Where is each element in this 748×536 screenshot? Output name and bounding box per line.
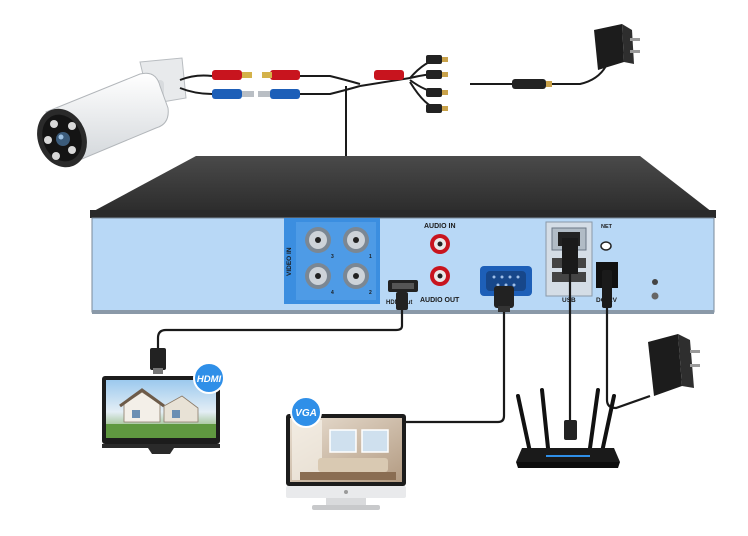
ethernet-plug	[562, 238, 578, 274]
bnc-number: 1	[369, 254, 372, 260]
output-cables	[156, 274, 651, 424]
vga-monitor	[286, 414, 406, 510]
power-splitter-plugs	[426, 55, 552, 113]
hdmi-monitor	[102, 376, 220, 454]
hdmi-plug	[396, 292, 408, 310]
vga-plug	[494, 286, 514, 312]
wifi-router	[516, 388, 620, 468]
audio-out-label: AUDIO OUT	[420, 297, 460, 304]
led-indicator	[600, 241, 612, 251]
bnc-number: 4	[331, 290, 334, 296]
ground-screw	[651, 292, 659, 300]
bnc-socket[interactable]	[305, 227, 331, 253]
video-in-label: VIDEO IN	[286, 247, 293, 276]
hdmi-badge-label: HDMI	[197, 374, 222, 385]
hdmi-badge: HDMI	[193, 362, 225, 394]
dvr-power-adapter	[648, 334, 700, 396]
bnc-socket[interactable]	[343, 227, 369, 253]
ethernet-cable-end	[564, 420, 577, 440]
bnc-number: 3	[331, 254, 334, 260]
bullet-camera	[37, 57, 187, 168]
audio-in-jack[interactable]	[430, 234, 450, 254]
audio-ports: AUDIO IN AUDIO OUT	[420, 223, 460, 304]
bnc-connectors-blue	[212, 89, 300, 99]
video-in-block: VIDEO IN 3 1 4 2	[284, 218, 380, 304]
audio-out-jack[interactable]	[430, 266, 450, 286]
rca-connectors-red	[212, 70, 404, 80]
hdmi-cable-end	[150, 348, 166, 374]
dc-plug	[602, 270, 612, 308]
vga-port[interactable]	[480, 266, 532, 296]
ground-screw	[652, 279, 658, 285]
vga-badge: VGA	[290, 396, 322, 428]
audio-in-label: AUDIO IN	[424, 223, 456, 230]
bnc-number: 2	[369, 290, 372, 296]
bnc-socket[interactable]	[305, 263, 331, 289]
bnc-socket[interactable]	[343, 263, 369, 289]
net-label: NET	[601, 224, 613, 230]
vga-badge-label: VGA	[295, 408, 317, 419]
hdmi-port[interactable]	[388, 280, 418, 292]
camera-power-adapter	[594, 24, 640, 70]
